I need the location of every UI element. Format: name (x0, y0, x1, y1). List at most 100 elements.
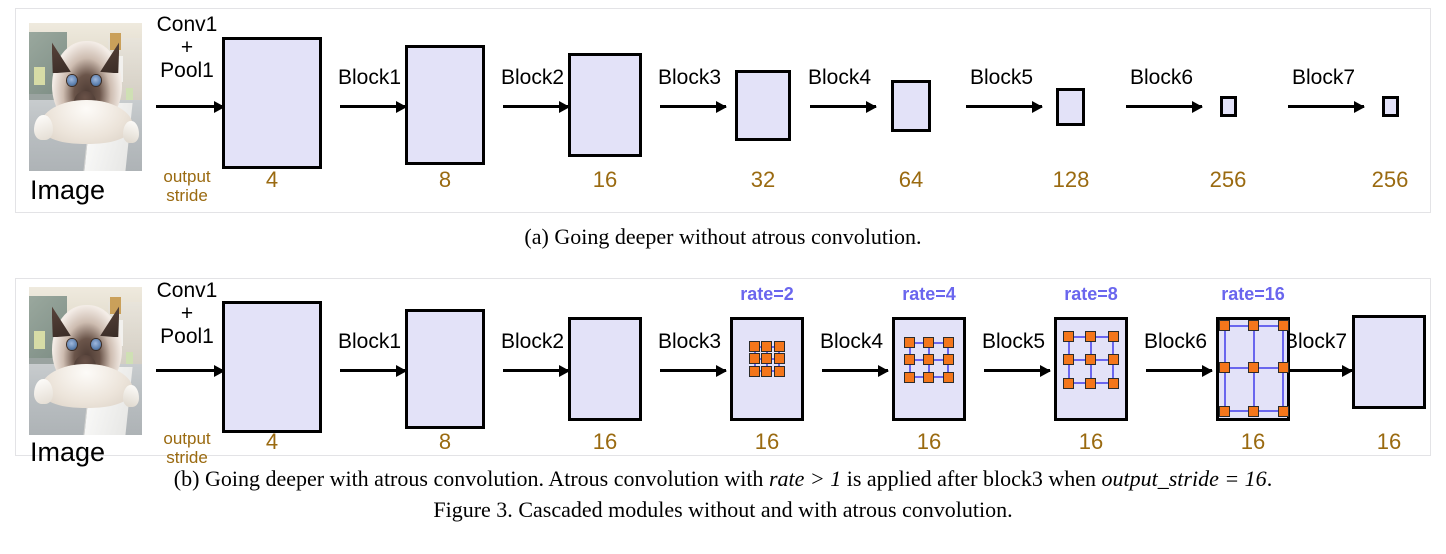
kernel-dot (904, 354, 915, 365)
rate-label-4: rate=4 (902, 284, 956, 304)
kernel-dot (1219, 362, 1230, 373)
figure-number: Figure 3. (433, 497, 513, 522)
stride-value-b-8: 16 (1376, 429, 1402, 454)
arrow-block3-b (660, 369, 726, 372)
stride-value-b-7: 16 (1240, 429, 1266, 454)
atrous-kernel-rate-16 (1219, 320, 1289, 417)
kernel-dot (943, 354, 954, 365)
kernel-dot (904, 337, 915, 348)
arrow-label-block3-a: Block3 (658, 66, 722, 89)
feature-map-b-8 (1352, 315, 1426, 409)
photo-accent-green (33, 67, 45, 86)
stride-value-a-1: 4 (265, 167, 279, 192)
kernel-dot (1219, 406, 1230, 417)
photo-cat-eye-left (67, 74, 77, 86)
arrow-block4-a (810, 105, 876, 108)
kernel-dot (774, 341, 785, 352)
input-image-photo-b (29, 287, 142, 435)
caption-b-mid: is applied after block3 when (841, 466, 1102, 491)
arrow-block7-b (1286, 369, 1352, 372)
rate-label-8: rate=8 (1064, 284, 1118, 304)
kernel-dot (1278, 406, 1289, 417)
conv1-pool1-label-a: Conv1 + Pool1 (156, 13, 218, 82)
arrow-label-block2-b: Block2 (501, 330, 565, 353)
photo-accent-pale (126, 88, 133, 102)
stride-value-a-4: 32 (750, 167, 776, 192)
kernel-dot (1085, 331, 1096, 342)
kernel-dot (923, 337, 934, 348)
arrow-label-block3-b: Block3 (658, 330, 722, 353)
kernel-dot (761, 366, 772, 377)
arrow-block6-a (1126, 105, 1202, 108)
photo-accent-board (110, 33, 121, 50)
kernel-dot (1278, 320, 1289, 331)
kernel-dot (923, 372, 934, 383)
kernel-dot (774, 353, 785, 364)
kernel-dot (1063, 378, 1074, 389)
kernel-dot (1219, 320, 1230, 331)
kernel-dot (923, 354, 934, 365)
feature-map-a-2 (405, 45, 485, 165)
arrow-block4-b (822, 369, 888, 372)
feature-map-a-4 (735, 70, 791, 141)
figure-caption: Figure 3. Cascaded modules without and w… (0, 497, 1446, 523)
arrow-block2-a (503, 105, 569, 108)
kernel-dot (749, 353, 760, 364)
stride-value-b-3: 16 (592, 429, 618, 454)
photo-cat-eye-right (91, 74, 101, 86)
feature-map-a-5 (891, 80, 931, 132)
arrow-block1-b (340, 369, 406, 372)
arrow-label-block4-b: Block4 (820, 330, 884, 353)
arrow-label-block1-b: Block1 (338, 330, 402, 353)
kernel-dot (761, 353, 772, 364)
feature-map-a-7 (1220, 96, 1237, 117)
kernel-dot (1085, 378, 1096, 389)
arrow-label-block5-a: Block5 (970, 66, 1034, 89)
kernel-dot (1063, 354, 1074, 365)
caption-panel-a: (a) Going deeper without atrous convolut… (524, 224, 922, 249)
kernel-dot (761, 341, 772, 352)
input-image-photo-a (29, 23, 142, 171)
kernel-dot (1063, 331, 1074, 342)
photo-cat-paw-left (33, 114, 53, 140)
arrow-label-block6-a: Block6 (1130, 66, 1194, 89)
photo-accent-white (118, 319, 123, 347)
kernel-dot (1108, 331, 1119, 342)
arrow-block7-a (1288, 105, 1364, 108)
caption-b-math-rate: rate > 1 (768, 466, 842, 491)
feature-map-a-3 (568, 53, 642, 157)
arrow-label-block2-a: Block2 (501, 66, 565, 89)
arrow-block3-a (660, 105, 726, 108)
kernel-dot (943, 337, 954, 348)
stride-value-a-3: 16 (592, 167, 618, 192)
kernel-dot (749, 366, 760, 377)
stride-value-a-2: 8 (438, 167, 452, 192)
photo-cat-eye-right (91, 338, 101, 350)
rate-label-16: rate=16 (1221, 284, 1285, 304)
arrow-label-block7-b: Block7 (1284, 330, 1348, 353)
photo-cat-paw-left (33, 378, 53, 404)
caption-b-suffix: . (1266, 466, 1273, 491)
stride-value-b-2: 8 (438, 429, 452, 454)
photo-cat-ruff (40, 363, 133, 409)
kernel-dot (1108, 354, 1119, 365)
stride-value-a-5: 64 (898, 167, 924, 192)
stride-value-b-1: 4 (265, 429, 279, 454)
arrow-label-block7-a: Block7 (1292, 66, 1356, 89)
arrow-label-block6-b: Block6 (1144, 330, 1208, 353)
feature-map-a-6 (1056, 88, 1085, 126)
feature-map-b-2 (405, 309, 485, 429)
photo-cat-paw-right (122, 384, 139, 407)
panel-a-no-atrous: Image Conv1 + Pool1 output stride Block1… (15, 8, 1431, 213)
atrous-kernel-rate-4 (904, 337, 954, 383)
arrow-block6-b (1146, 369, 1212, 372)
arrow-block5-a (966, 105, 1042, 108)
feature-map-a-8 (1382, 96, 1399, 117)
photo-cat-ruff (40, 99, 133, 145)
panel-b-with-atrous: Image Conv1 + Pool1 output stride Block1… (15, 278, 1431, 467)
photo-accent-green (33, 331, 45, 350)
image-label-b: Image (30, 437, 106, 467)
stride-value-b-5: 16 (916, 429, 942, 454)
feature-map-b-3 (568, 317, 642, 421)
atrous-kernel-rate-8 (1063, 331, 1119, 389)
